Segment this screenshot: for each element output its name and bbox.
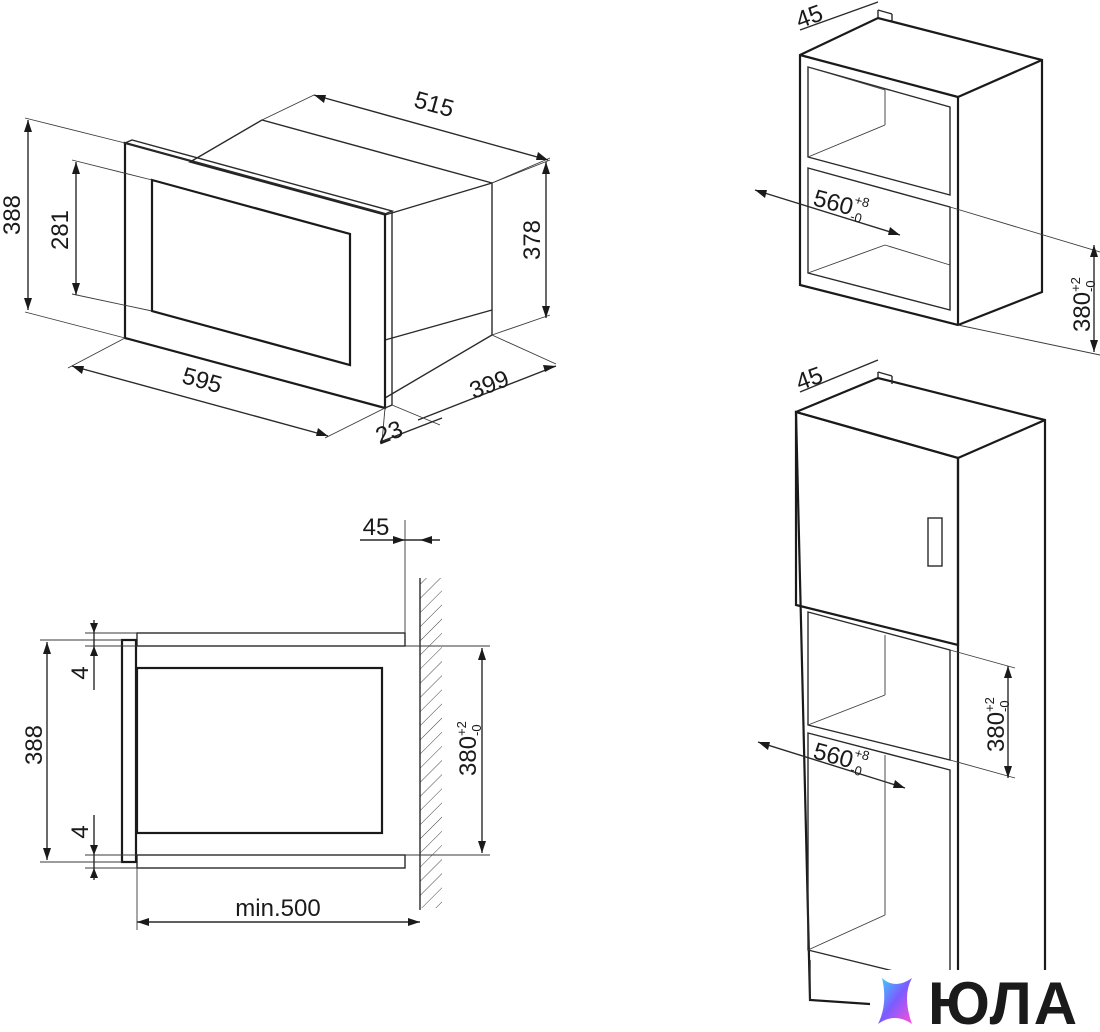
dim-560-top-label: 560 — [810, 185, 856, 221]
cabinet-tall-unit: 45 560 +8 -0 380 +2 -0 — [757, 359, 1047, 1012]
dim-560-top-tol-minus: -0 — [849, 209, 864, 226]
dim-380-tall-label: 380 — [983, 712, 1010, 752]
dim-560-tall-tol-plus: +8 — [853, 745, 871, 763]
dim-min500-label: min.500 — [235, 895, 320, 922]
youla-logo: ЮЛА — [870, 970, 1100, 1032]
dim-595-label: 595 — [179, 362, 225, 399]
dim-380-top-tol-minus: -0 — [1083, 280, 1098, 292]
dim-380-top-tol-plus: +2 — [1068, 277, 1083, 292]
wall-hatch — [420, 578, 442, 908]
tall-cabinet-niche — [807, 611, 951, 761]
dim-388-side-label: 388 — [21, 725, 48, 765]
cabinet-upper-compartment — [807, 66, 951, 196]
dim-line-399 — [417, 365, 557, 421]
dim-line-560-top — [754, 189, 901, 236]
oven-isometric-view: 388 281 515 378 595 399 — [0, 86, 557, 451]
dim-281-label: 281 — [47, 210, 74, 250]
tall-cabinet-lower — [807, 732, 951, 986]
dim-388-label: 388 — [0, 195, 26, 235]
dim-line-45-top — [799, 1, 879, 31]
dim-515-label: 515 — [411, 86, 457, 123]
dim-line-515 — [313, 94, 549, 161]
oven-side-body — [135, 666, 384, 835]
dim-380-side-tol-minus: -0 — [469, 724, 484, 736]
oven-front-edge — [122, 139, 395, 215]
dim-line-560-tall — [757, 741, 906, 789]
bottom-shelf — [136, 854, 406, 869]
dim-560-top-tol-plus: +8 — [853, 192, 871, 210]
dim-4-upper-label: 4 — [67, 666, 94, 679]
dim-380-side-tol-plus: +2 — [454, 721, 469, 736]
dim-45-top-label: 45 — [792, 0, 826, 34]
door-handle — [927, 517, 943, 567]
cabinet-wall-unit: 45 560 +8 -0 380 +2 -0 — [754, 0, 1100, 356]
dim-line-595 — [71, 365, 329, 437]
dim-378-label: 378 — [519, 220, 546, 260]
dim-399-label: 399 — [466, 365, 513, 405]
youla-logo-text: ЮЛА — [928, 970, 1079, 1032]
youla-logo-icon — [878, 978, 912, 1024]
tall-cabinet-door — [794, 410, 960, 647]
oven-body-outline — [188, 119, 493, 400]
dim-380-top-label: 380 — [1069, 292, 1096, 332]
oven-front-side — [120, 638, 138, 864]
top-shelf — [136, 632, 406, 647]
dim-line-45-tall — [799, 359, 879, 393]
dim-560-tall-tol-minus: -0 — [849, 762, 864, 779]
dim-line-23 — [379, 417, 443, 443]
dim-23-label: 23 — [372, 416, 407, 451]
side-section-view: 45 388 4 4 380 +2 -0 — [21, 514, 490, 930]
oven-window — [150, 178, 352, 367]
dim-45-side-label: 45 — [363, 514, 390, 541]
dim-380-side-label: 380 — [455, 736, 482, 776]
dim-45-tall-label: 45 — [792, 362, 826, 397]
dim-380-tall-tol-minus: -0 — [997, 700, 1012, 712]
dim-4-lower-label: 4 — [67, 825, 94, 838]
cabinet-lower-compartment — [807, 167, 951, 311]
dim-380-tall-tol-plus: +2 — [982, 697, 997, 712]
